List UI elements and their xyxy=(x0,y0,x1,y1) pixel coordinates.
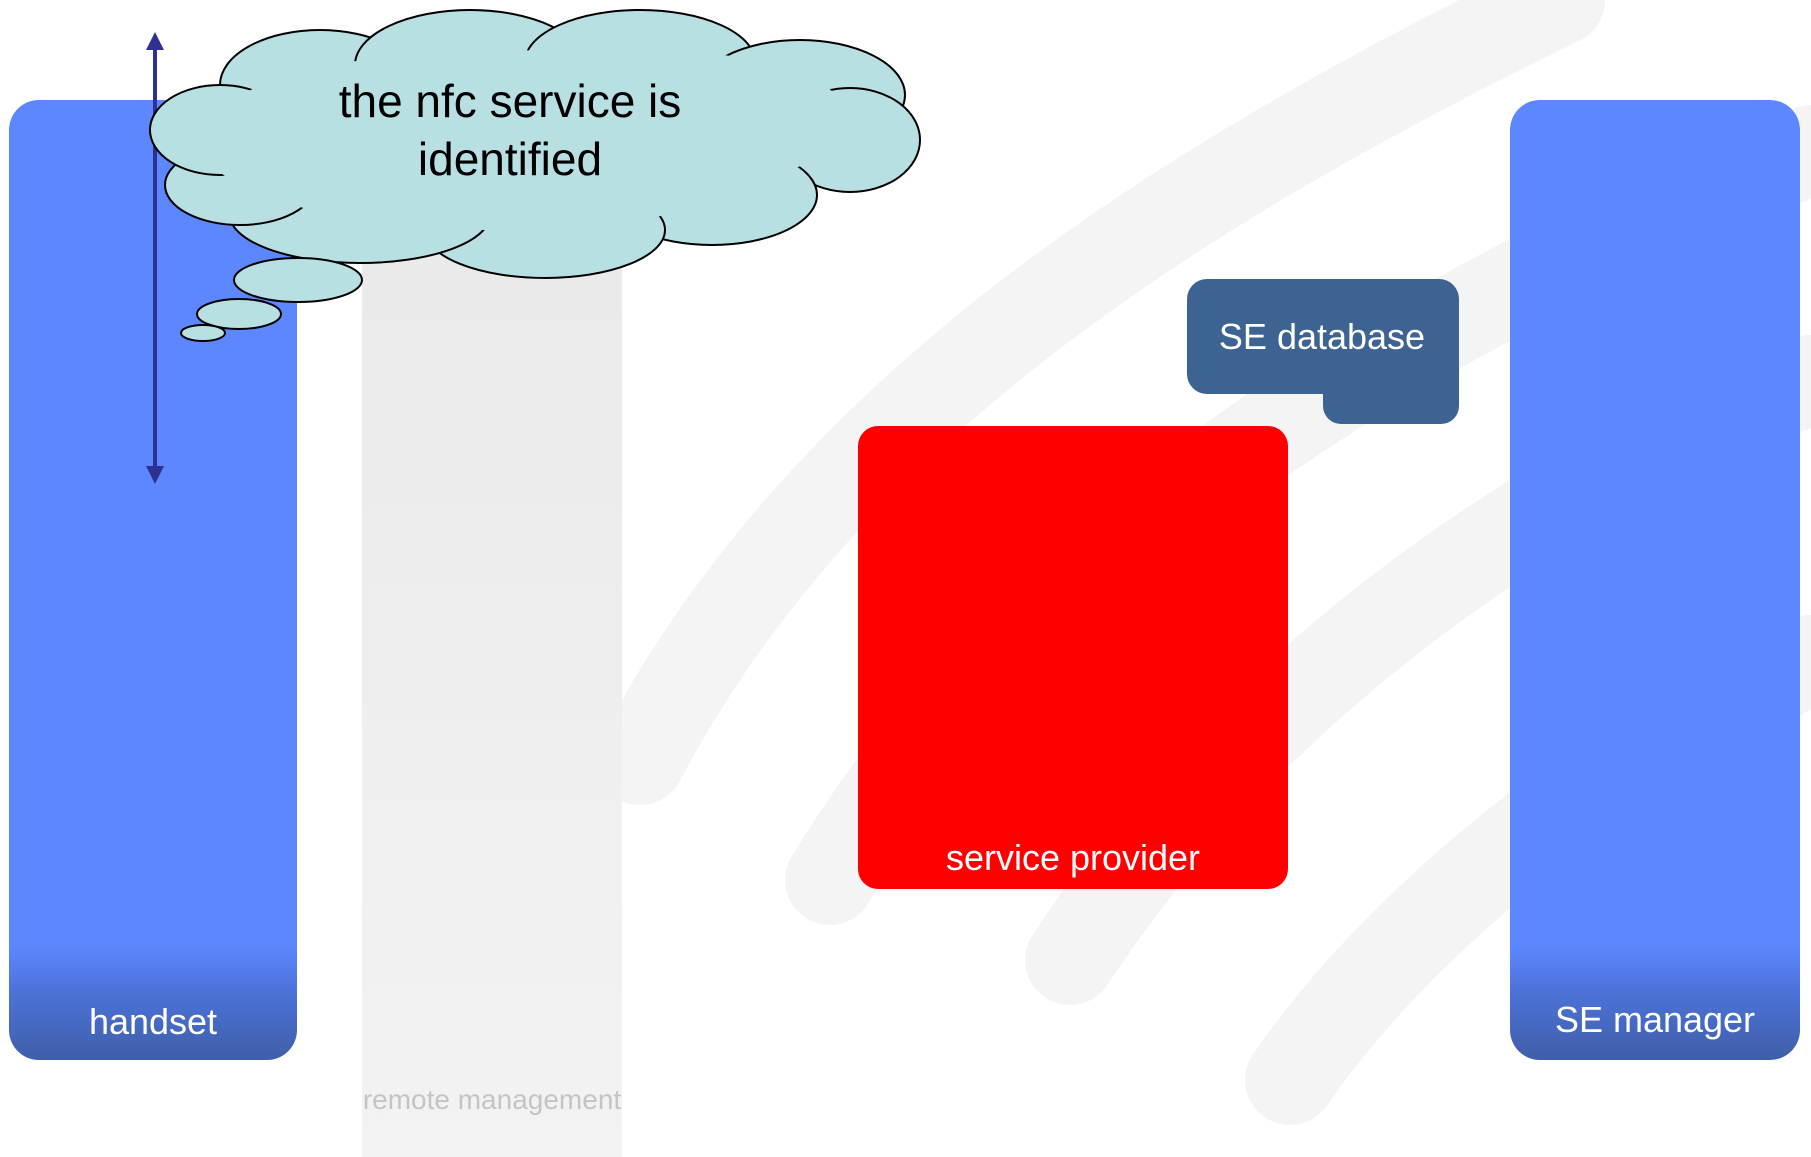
service-provider-label: service provider xyxy=(945,837,1201,878)
remote-management-lane xyxy=(362,150,622,1157)
se-manager-label: SE manager xyxy=(1554,999,1756,1040)
se-database-label: SE database xyxy=(1218,316,1426,357)
service-provider-box xyxy=(858,426,1288,889)
thought-bubble-text: the nfc service is identified xyxy=(338,75,682,185)
handset-label: handset xyxy=(88,1001,218,1042)
remote-management-label: remote management xyxy=(362,1084,622,1115)
se-manager-lane xyxy=(1510,100,1800,1060)
thought-trail xyxy=(180,257,363,342)
se-database-box xyxy=(1187,279,1459,424)
thought-cloud xyxy=(149,9,921,279)
handset-lane xyxy=(9,100,297,1060)
